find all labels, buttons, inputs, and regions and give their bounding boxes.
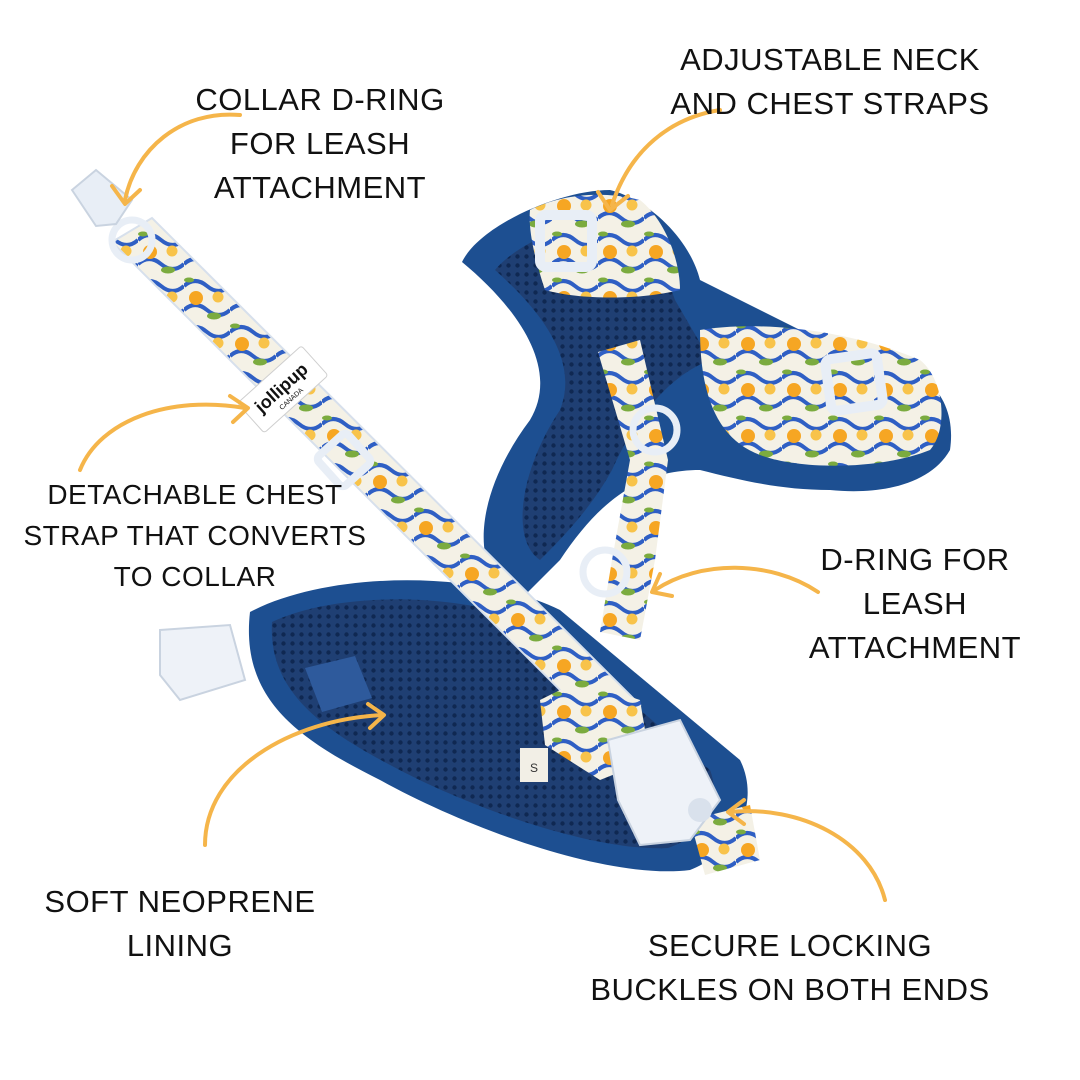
svg-text:S: S [530,761,538,775]
arrow-dring-leash [650,565,820,598]
callout-detachable-strap: DETACHABLE CHEST STRAP THAT CONVERTS TO … [23,479,367,592]
collar-buckle [70,168,134,228]
leash-d-ring [579,546,631,598]
arrow-buckles [726,798,887,902]
arrow-collar-dring [110,112,242,206]
chest-slider [820,348,888,416]
hardware [70,168,888,847]
callout-lining: SOFT NEOPRENE LINING [44,884,316,963]
strap-slider [313,429,375,491]
collar-d-ring [108,216,156,264]
neck-slider [535,210,597,272]
arrow-adjustable-straps [596,108,722,212]
belly-clip [159,623,247,702]
arrow-lining [203,702,386,847]
size-tag [520,748,548,782]
velcro-patch [305,656,372,712]
callout-buckles: SECURE LOCKING BUCKLES ON BOTH ENDS [590,928,990,1007]
callout-dring-leash: D-RING FOR LEASH ATTACHMENT [808,542,1022,665]
arrow-detachable-strap [78,394,250,472]
center-o-ring [629,404,681,456]
callout-collar-dring: COLLAR D-RING FOR LEASH ATTACHMENT [195,82,445,205]
callout-adjustable-straps: ADJUSTABLE NECK AND CHEST STRAPS [670,42,990,121]
